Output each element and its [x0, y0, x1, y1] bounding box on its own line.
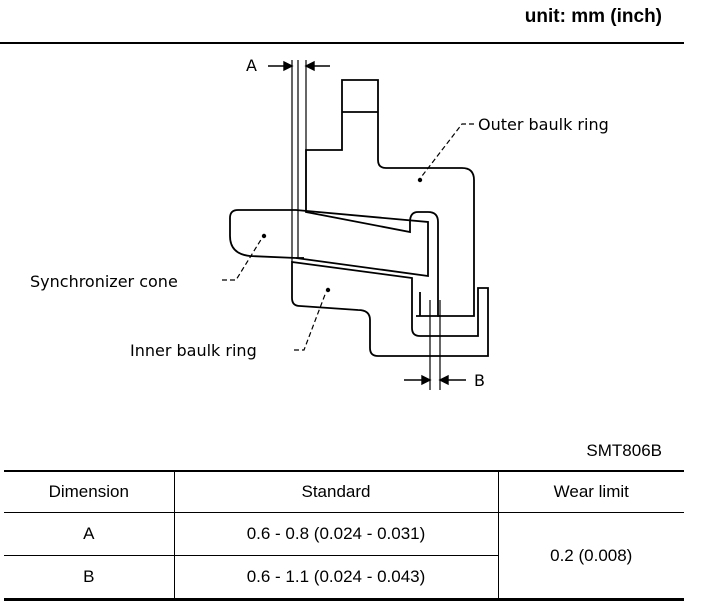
dimension-b-arrows — [404, 374, 466, 386]
table-row: B 0.6 - 1.1 (0.024 - 0.043) — [4, 555, 684, 600]
dimension-b-lines — [429, 300, 441, 390]
synchronizer-cone — [229, 209, 429, 278]
top-rule — [0, 42, 684, 44]
label-a: A — [246, 56, 257, 75]
label-b: B — [474, 371, 485, 390]
dimension-a-lines — [291, 60, 307, 262]
table-header-row: Dimension Standard Wear limit — [4, 470, 684, 513]
header-standard: Standard — [173, 470, 499, 513]
leader-dots — [261, 177, 423, 293]
header-dimension: Dimension — [4, 470, 175, 513]
cell-wear-limit: 0.2 (0.008) — [497, 512, 684, 600]
figure-id: SMT806B — [586, 441, 662, 460]
cell-dimension: B — [4, 555, 175, 600]
outer-baulk-ring — [305, 79, 475, 317]
leader-lines — [222, 123, 474, 351]
cell-standard: 0.6 - 0.8 (0.024 - 0.031) — [173, 512, 499, 556]
header-wear-limit: Wear limit — [497, 470, 684, 513]
unit-note: unit: mm (inch) — [524, 6, 662, 27]
cell-dimension: A — [4, 512, 175, 556]
inner-baulk-ring — [291, 260, 489, 357]
label-synchronizer-cone: Synchronizer cone — [30, 272, 178, 291]
label-inner-baulk-ring: Inner baulk ring — [130, 341, 257, 360]
dimension-a-arrows — [268, 60, 330, 72]
specification-table: Dimension Standard Wear limit A 0.6 - 0.… — [4, 470, 684, 601]
label-outer-baulk-ring: Outer baulk ring — [478, 115, 609, 134]
cell-standard: 0.6 - 1.1 (0.024 - 0.043) — [173, 555, 499, 600]
table-row: A 0.6 - 0.8 (0.024 - 0.031) 0.2 (0.008) — [4, 512, 684, 600]
baulk-ring-diagram: A B Outer baulk ring Synchronizer cone I… — [30, 56, 609, 390]
